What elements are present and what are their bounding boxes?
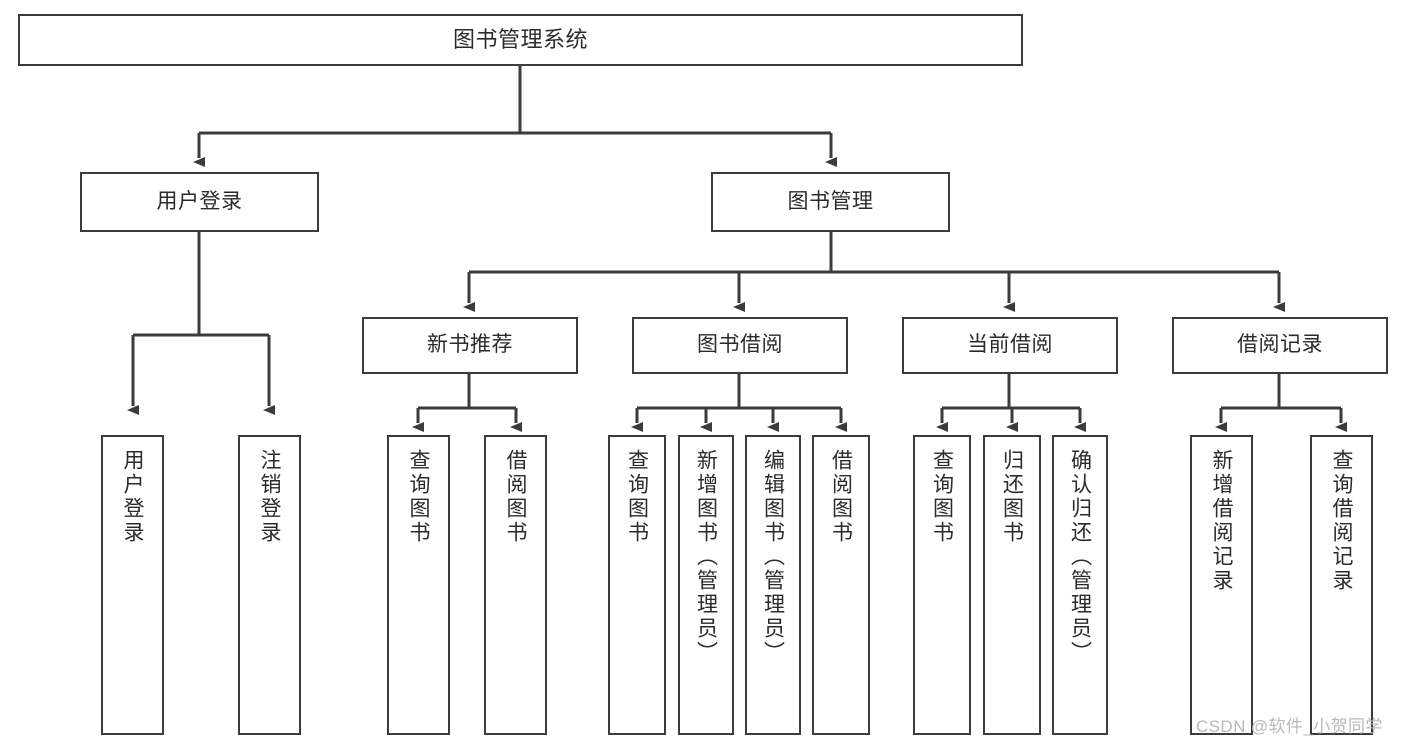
node-leaf-query-book-borrow[interactable]: 查询图书 bbox=[608, 435, 666, 735]
node-borrow-records[interactable]: 借阅记录 bbox=[1172, 317, 1388, 374]
node-leaf-edit-book[interactable]: 编辑图书（管理员） bbox=[745, 435, 801, 735]
node-leaf-return-book[interactable]: 归还图书 bbox=[983, 435, 1041, 735]
node-root-label: 图书管理系统 bbox=[452, 27, 588, 53]
node-book-borrow[interactable]: 图书借阅 bbox=[632, 317, 848, 374]
node-leaf-confirm-return-label: 确认归还（管理员） bbox=[1068, 449, 1092, 665]
user-login-to-leaves-connector bbox=[127, 232, 275, 415]
book-management-to-level3-connector bbox=[463, 232, 1285, 312]
book-borrow-to-leaves-connector bbox=[631, 374, 847, 432]
node-root[interactable]: 图书管理系统 bbox=[18, 14, 1023, 66]
borrow-records-to-leaves-connector bbox=[1215, 374, 1347, 432]
node-new-book-recommend[interactable]: 新书推荐 bbox=[362, 317, 578, 374]
watermark: CSDN @软件_小贺同学 bbox=[1196, 717, 1383, 736]
node-user-login[interactable]: 用户登录 bbox=[80, 172, 319, 232]
node-current-borrow-label: 当前借阅 bbox=[967, 333, 1053, 357]
node-leaf-user-login-label: 用户登录 bbox=[121, 449, 144, 545]
node-leaf-borrow-book-rec[interactable]: 借阅图书 bbox=[484, 435, 547, 735]
node-leaf-add-record[interactable]: 新增借阅记录 bbox=[1190, 435, 1253, 735]
node-leaf-query-record[interactable]: 查询借阅记录 bbox=[1310, 435, 1373, 735]
node-leaf-borrow-book[interactable]: 借阅图书 bbox=[812, 435, 870, 735]
node-book-management[interactable]: 图书管理 bbox=[711, 172, 950, 232]
node-new-book-recommend-label: 新书推荐 bbox=[427, 333, 513, 357]
node-leaf-query-book-current[interactable]: 查询图书 bbox=[913, 435, 971, 735]
node-leaf-query-book-current-label: 查询图书 bbox=[930, 449, 954, 545]
node-leaf-query-book-borrow-label: 查询图书 bbox=[625, 449, 649, 545]
node-leaf-borrow-book-rec-label: 借阅图书 bbox=[504, 449, 527, 545]
node-leaf-edit-book-label: 编辑图书（管理员） bbox=[761, 449, 785, 665]
node-leaf-user-login[interactable]: 用户登录 bbox=[101, 435, 164, 735]
root-to-level2-connector bbox=[193, 66, 837, 167]
node-book-borrow-label: 图书借阅 bbox=[697, 333, 783, 357]
node-leaf-query-record-label: 查询借阅记录 bbox=[1330, 449, 1353, 593]
node-leaf-query-book-rec[interactable]: 查询图书 bbox=[387, 435, 450, 735]
node-leaf-confirm-return[interactable]: 确认归还（管理员） bbox=[1052, 435, 1108, 735]
node-leaf-return-book-label: 归还图书 bbox=[1000, 449, 1024, 545]
new-book-recommend-to-leaves-connector bbox=[412, 374, 522, 432]
node-leaf-add-record-label: 新增借阅记录 bbox=[1210, 449, 1233, 593]
node-user-login-label: 用户登录 bbox=[156, 189, 243, 213]
current-borrow-to-leaves-connector bbox=[936, 374, 1086, 432]
node-leaf-logout[interactable]: 注销登录 bbox=[238, 435, 301, 735]
node-leaf-borrow-book-label: 借阅图书 bbox=[829, 449, 853, 545]
node-leaf-logout-label: 注销登录 bbox=[258, 449, 281, 545]
node-leaf-add-book-label: 新增图书（管理员） bbox=[694, 449, 718, 665]
node-current-borrow[interactable]: 当前借阅 bbox=[902, 317, 1118, 374]
node-borrow-records-label: 借阅记录 bbox=[1237, 333, 1323, 357]
node-leaf-query-book-rec-label: 查询图书 bbox=[407, 449, 430, 545]
node-leaf-add-book[interactable]: 新增图书（管理员） bbox=[678, 435, 734, 735]
node-book-management-label: 图书管理 bbox=[787, 189, 874, 213]
